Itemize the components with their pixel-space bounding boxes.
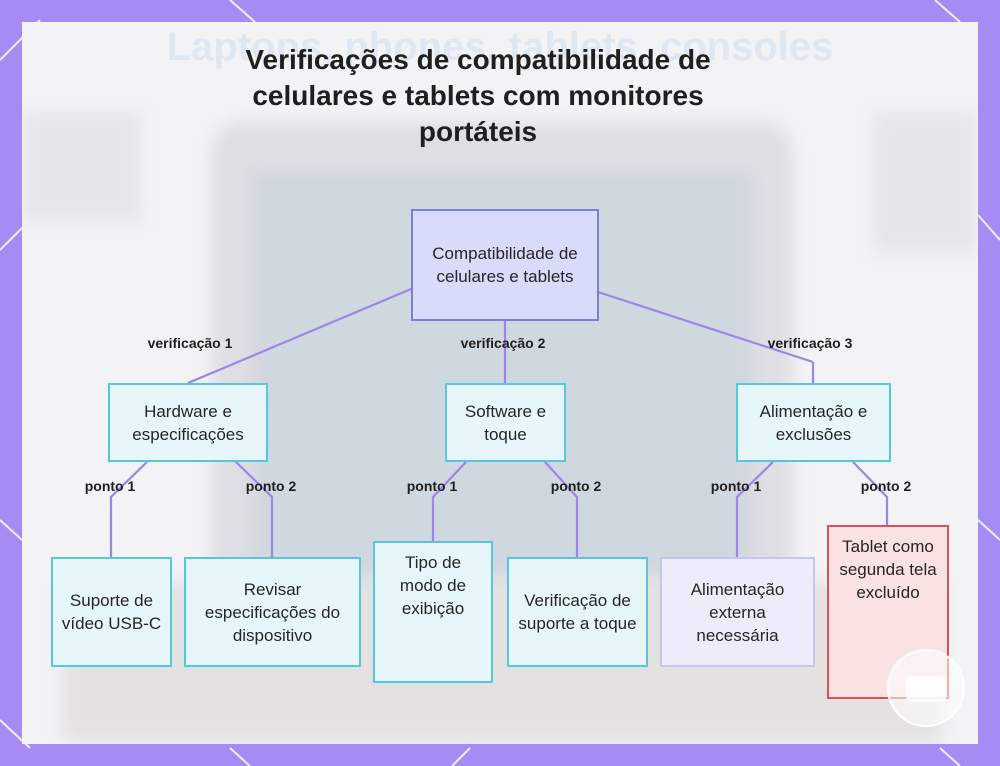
edge-label-ponto-2: ponto 2 <box>550 478 602 494</box>
branch-node-label: Alimentação e exclusões <box>759 401 868 444</box>
edge-label-ponto-1: ponto 1 <box>406 478 458 494</box>
title-line-1: Verificações de compatibilidade de <box>245 44 711 75</box>
edge-label-ponto-2: ponto 2 <box>245 478 297 494</box>
leaf-node-label: Tipo de modo de exibição <box>399 553 467 618</box>
edge-root-branch-1 <box>187 287 412 385</box>
edge-label-verificacao-2: verificação 2 <box>460 335 546 351</box>
leaf-node-label: Verificação de suporte a toque <box>518 591 637 633</box>
background-caption: Laptops, phones, tablets, consoles <box>167 25 834 69</box>
leaf-node-suporte-toque: Verificação de suporte a toque <box>507 557 648 667</box>
leaf-node-label: Alimentação externa necessária <box>690 579 785 645</box>
title-line-2: celulares e tablets com monitores <box>252 80 704 111</box>
edge-branch-1-child-1 <box>109 461 148 557</box>
diagram-title: Verificações de compatibilidade de celul… <box>200 42 756 150</box>
root-node-label: Compatibilidade de celulares e tablets <box>432 244 578 286</box>
edge-label-ponto-2: ponto 2 <box>860 478 912 494</box>
root-node: Compatibilidade de celulares e tablets <box>411 209 599 321</box>
leaf-node-label: Revisar especificações do dispositivo <box>204 579 341 645</box>
edge-label-ponto-1: ponto 1 <box>84 478 136 494</box>
edge-branch-2-child-1 <box>431 461 467 541</box>
edge-branch-3-child-2 <box>852 461 889 525</box>
branch-node-label: Software e toque <box>464 401 547 444</box>
leaf-node-modo-exibicao: Tipo de modo de exibição <box>373 541 493 683</box>
leaf-node-label: Tablet como segunda tela excluído <box>839 537 937 602</box>
branch-node-hardware: Hardware e especificações <box>108 383 268 462</box>
edge-label-verificacao-1: verificação 1 <box>147 335 233 351</box>
branch-node-alimentacao: Alimentação e exclusões <box>736 383 891 462</box>
leaf-node-label: Suporte de vídeo USB-C <box>61 591 162 633</box>
edge-branch-3-child-1 <box>735 461 774 557</box>
leaf-node-usb-c: Suporte de vídeo USB-C <box>51 557 172 667</box>
branch-node-software: Software e toque <box>445 383 566 462</box>
branch-node-label: Hardware e especificações <box>132 401 244 444</box>
leaf-node-alimentacao-externa: Alimentação externa necessária <box>660 557 815 667</box>
edge-branch-1-child-2 <box>235 461 274 557</box>
edge-root-branch-3 <box>597 290 814 364</box>
edge-branch-2-child-2 <box>544 461 579 557</box>
circle-badge-icon <box>887 649 965 727</box>
leaf-node-revisar-specs: Revisar especificações do dispositivo <box>184 557 361 667</box>
title-line-3: portáteis <box>418 116 538 147</box>
edge-label-ponto-1: ponto 1 <box>710 478 762 494</box>
edge-label-verificacao-3: verificação 3 <box>767 335 853 351</box>
